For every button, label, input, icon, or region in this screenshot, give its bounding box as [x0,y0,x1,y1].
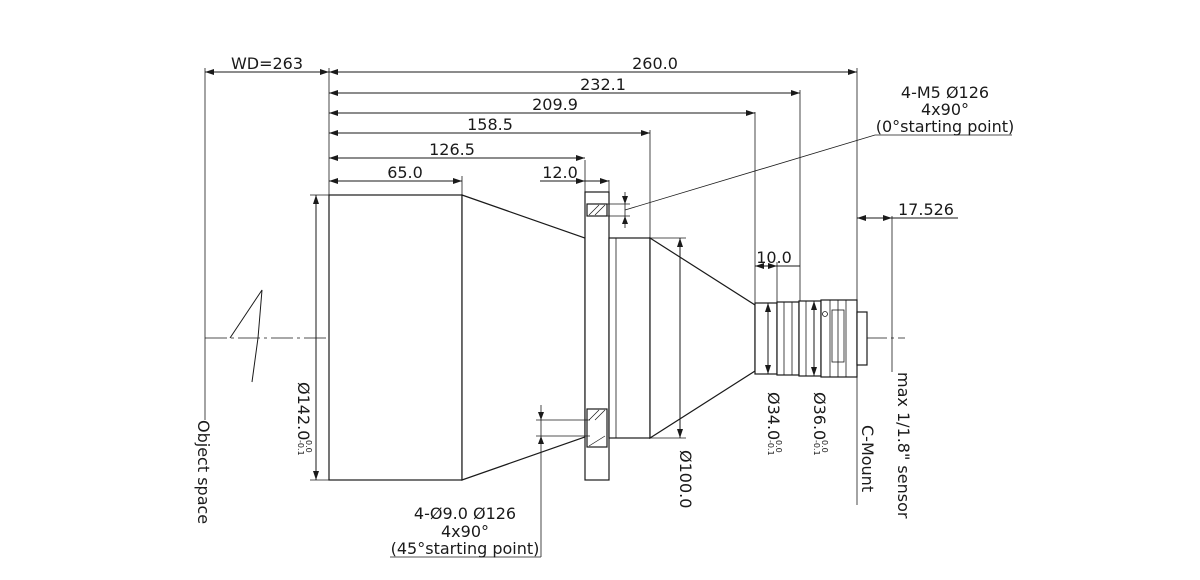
rear-body [608,237,651,439]
dim-flange-back: 17.526 [898,200,954,219]
dim-d142: Ø142.0 0.0 -0.1 [294,382,313,456]
c-mount-label: C-Mount [858,425,877,492]
dim-wd: WD=263 [231,54,303,73]
svg-text:(0°starting point): (0°starting point) [876,117,1015,136]
svg-text:max 1/1.8" sensor: max 1/1.8" sensor [894,372,913,519]
m5-leader [624,134,1012,211]
flange-hole-top [586,203,608,217]
front-barrel [328,194,463,481]
svg-text:4-Ø9.0 Ø126: 4-Ø9.0 Ø126 [414,504,516,523]
dim-158: 158.5 [467,115,513,134]
svg-text:-0.1: -0.1 [296,440,305,456]
svg-text:0.0: 0.0 [820,440,829,453]
dim-d36: Ø36.0 0.0 -0.1 [810,392,829,456]
svg-text:-0.1: -0.1 [812,440,821,456]
svg-text:0.0: 0.0 [774,440,783,453]
svg-text:4x90°: 4x90° [441,522,489,541]
svg-text:Ø100.0: Ø100.0 [676,450,695,508]
dim-232: 232.1 [580,75,626,94]
dim-d100: Ø100.0 [676,450,695,508]
svg-text:-0.1: -0.1 [766,440,775,456]
m5-thread-note: 4-M5 Ø126 4x90° (0°starting point) [876,83,1015,136]
dim-flange-12: 12.0 [542,163,578,182]
svg-text:Ø34.0: Ø34.0 [764,392,783,440]
dim-overall-length: 260.0 [632,54,678,73]
rear-barrel [754,302,778,375]
svg-text:Object space: Object space [194,420,213,524]
lens-body [328,191,868,481]
svg-text:Ø142.0: Ø142.0 [294,382,313,440]
object-space-label: Object space [194,420,213,524]
svg-text:0.0: 0.0 [304,440,313,453]
focus-ring-2 [798,300,822,377]
mounting-hole-note: 4-Ø9.0 Ø126 4x90° (45°starting point) [391,504,540,558]
c-mount-thread [856,311,868,366]
extension-lines [204,68,893,505]
svg-text:(45°starting point): (45°starting point) [391,539,540,558]
svg-text:4-M5 Ø126: 4-M5 Ø126 [901,83,989,102]
sensor-label: max 1/1.8" sensor [894,372,913,519]
svg-text:Ø36.0: Ø36.0 [810,392,829,440]
focus-ring-1 [776,301,800,376]
svg-text:4x90°: 4x90° [921,100,969,119]
dim-10: 10.0 [756,248,792,267]
break-symbol [229,289,263,383]
svg-text:C-Mount: C-Mount [858,425,877,492]
dim-126: 126.5 [429,140,475,159]
rear-cone [649,236,756,440]
dim-209: 209.9 [532,95,578,114]
front-cone [461,194,586,481]
dim-d34: Ø34.0 0.0 -0.1 [764,392,783,456]
dim-65: 65.0 [387,163,423,182]
